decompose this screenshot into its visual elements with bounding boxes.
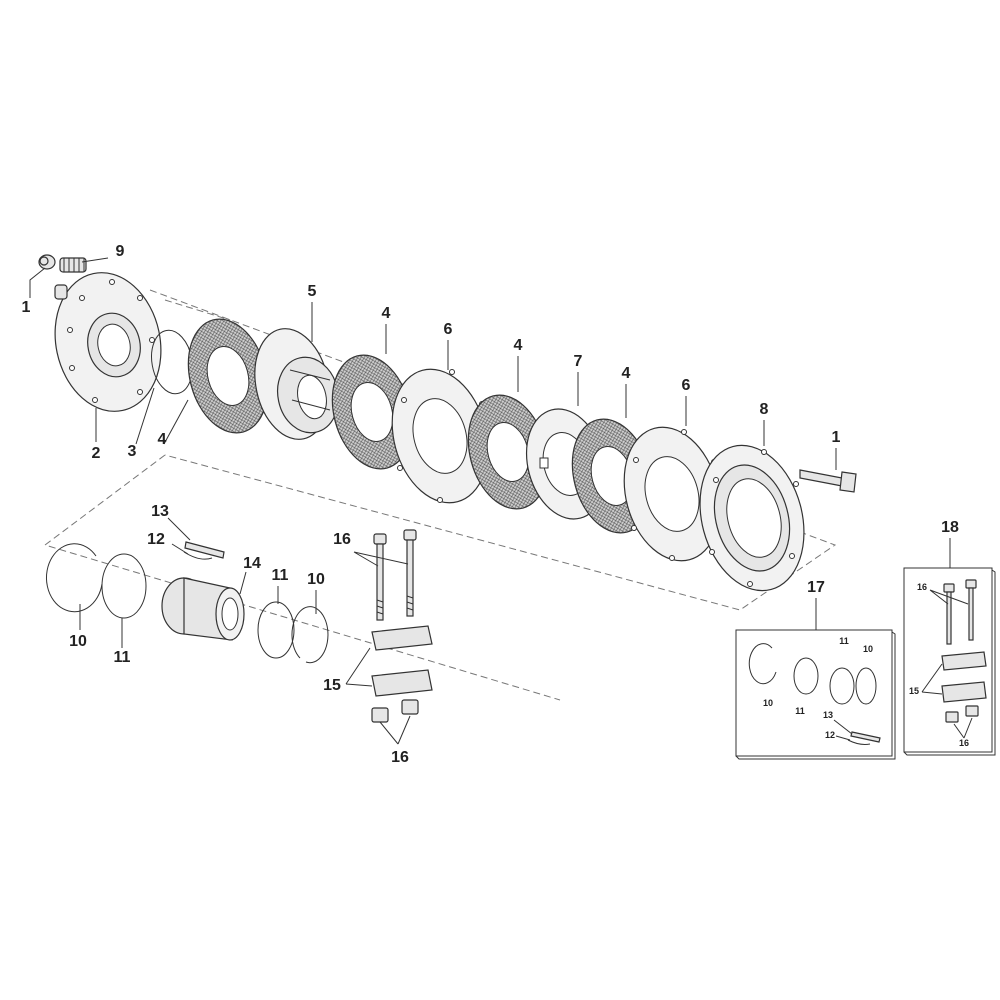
- leader-lines: [29, 257, 837, 745]
- plate-part-6-b: [623, 426, 721, 562]
- callout-2: 2: [92, 445, 101, 462]
- inset-17-callout-12: 12: [825, 730, 835, 740]
- coupling-part-14: [161, 577, 245, 641]
- inset-17-callout-10-bottom: 10: [763, 698, 773, 708]
- callout-4-d: 4: [622, 365, 631, 382]
- inset-17-title: 17: [807, 579, 825, 596]
- callout-8: 8: [760, 401, 769, 418]
- callout-14: 14: [243, 555, 261, 572]
- callout-15: 15: [323, 677, 341, 694]
- callout-10-right: 10: [307, 571, 325, 588]
- inset-17: 17 11 10 10 11 13 12: [735, 579, 896, 760]
- callout-11-left: 11: [114, 649, 131, 666]
- callout-labels: 1 9 2 3 4 5 4 6 4 7 4 6 8 1 13 12 14 11 …: [22, 243, 841, 766]
- friction-disc-part-4-b: [331, 354, 413, 470]
- snap-ring-part-10-left: [45, 543, 103, 613]
- callout-4-b: 4: [382, 305, 391, 322]
- inset-18: 18 16 15 16: [903, 519, 996, 756]
- callout-4-c: 4: [514, 337, 523, 354]
- callout-16-bottom: 16: [391, 749, 409, 766]
- cover-part-8: [699, 444, 805, 592]
- clamp-part-15: [371, 625, 433, 697]
- callout-7: 7: [574, 353, 583, 370]
- plate-part-6-a: [391, 368, 489, 504]
- callout-9: 9: [116, 243, 125, 260]
- inset-17-callout-10-top: 10: [863, 644, 873, 654]
- nuts-part-16: [371, 699, 419, 723]
- bolt-part-1: [799, 469, 857, 493]
- flange-housing-part-2: [54, 272, 162, 412]
- friction-disc-part-4-a: [187, 318, 269, 434]
- inset-18-callout-16-bottom: 16: [959, 738, 969, 748]
- callout-1-left: 1: [22, 299, 31, 316]
- inset-17-callout-11-top: 11: [839, 636, 849, 646]
- inset-17-callout-11-bottom: 11: [795, 706, 805, 716]
- inset-18-callout-16-top: 16: [917, 582, 927, 592]
- ring-part-11-right: [257, 601, 295, 659]
- callout-12: 12: [147, 531, 165, 548]
- callout-16-top: 16: [333, 531, 351, 548]
- callout-10-left: 10: [69, 633, 87, 650]
- callout-1-right: 1: [832, 429, 841, 446]
- ring-part-11-left: [101, 553, 147, 619]
- callout-4-a: 4: [158, 431, 167, 448]
- callout-13: 13: [151, 503, 169, 520]
- callout-5: 5: [308, 283, 317, 300]
- inset-18-title: 18: [941, 519, 959, 536]
- bolts-part-16: [373, 529, 417, 621]
- callout-6-b: 6: [682, 377, 691, 394]
- inset-18-callout-15: 15: [909, 686, 919, 696]
- callout-11-right: 11: [272, 567, 289, 584]
- snap-ring-part-10-right: [291, 606, 329, 664]
- callout-3: 3: [128, 443, 137, 460]
- callout-6-a: 6: [444, 321, 453, 338]
- spring-part-9: [59, 257, 87, 273]
- cap-part-1: [38, 254, 56, 270]
- friction-disc-part-4-c: [467, 394, 549, 510]
- hub-part-5: [254, 328, 339, 440]
- inset-17-callout-13: 13: [823, 710, 833, 720]
- pin-part-13: [184, 541, 225, 559]
